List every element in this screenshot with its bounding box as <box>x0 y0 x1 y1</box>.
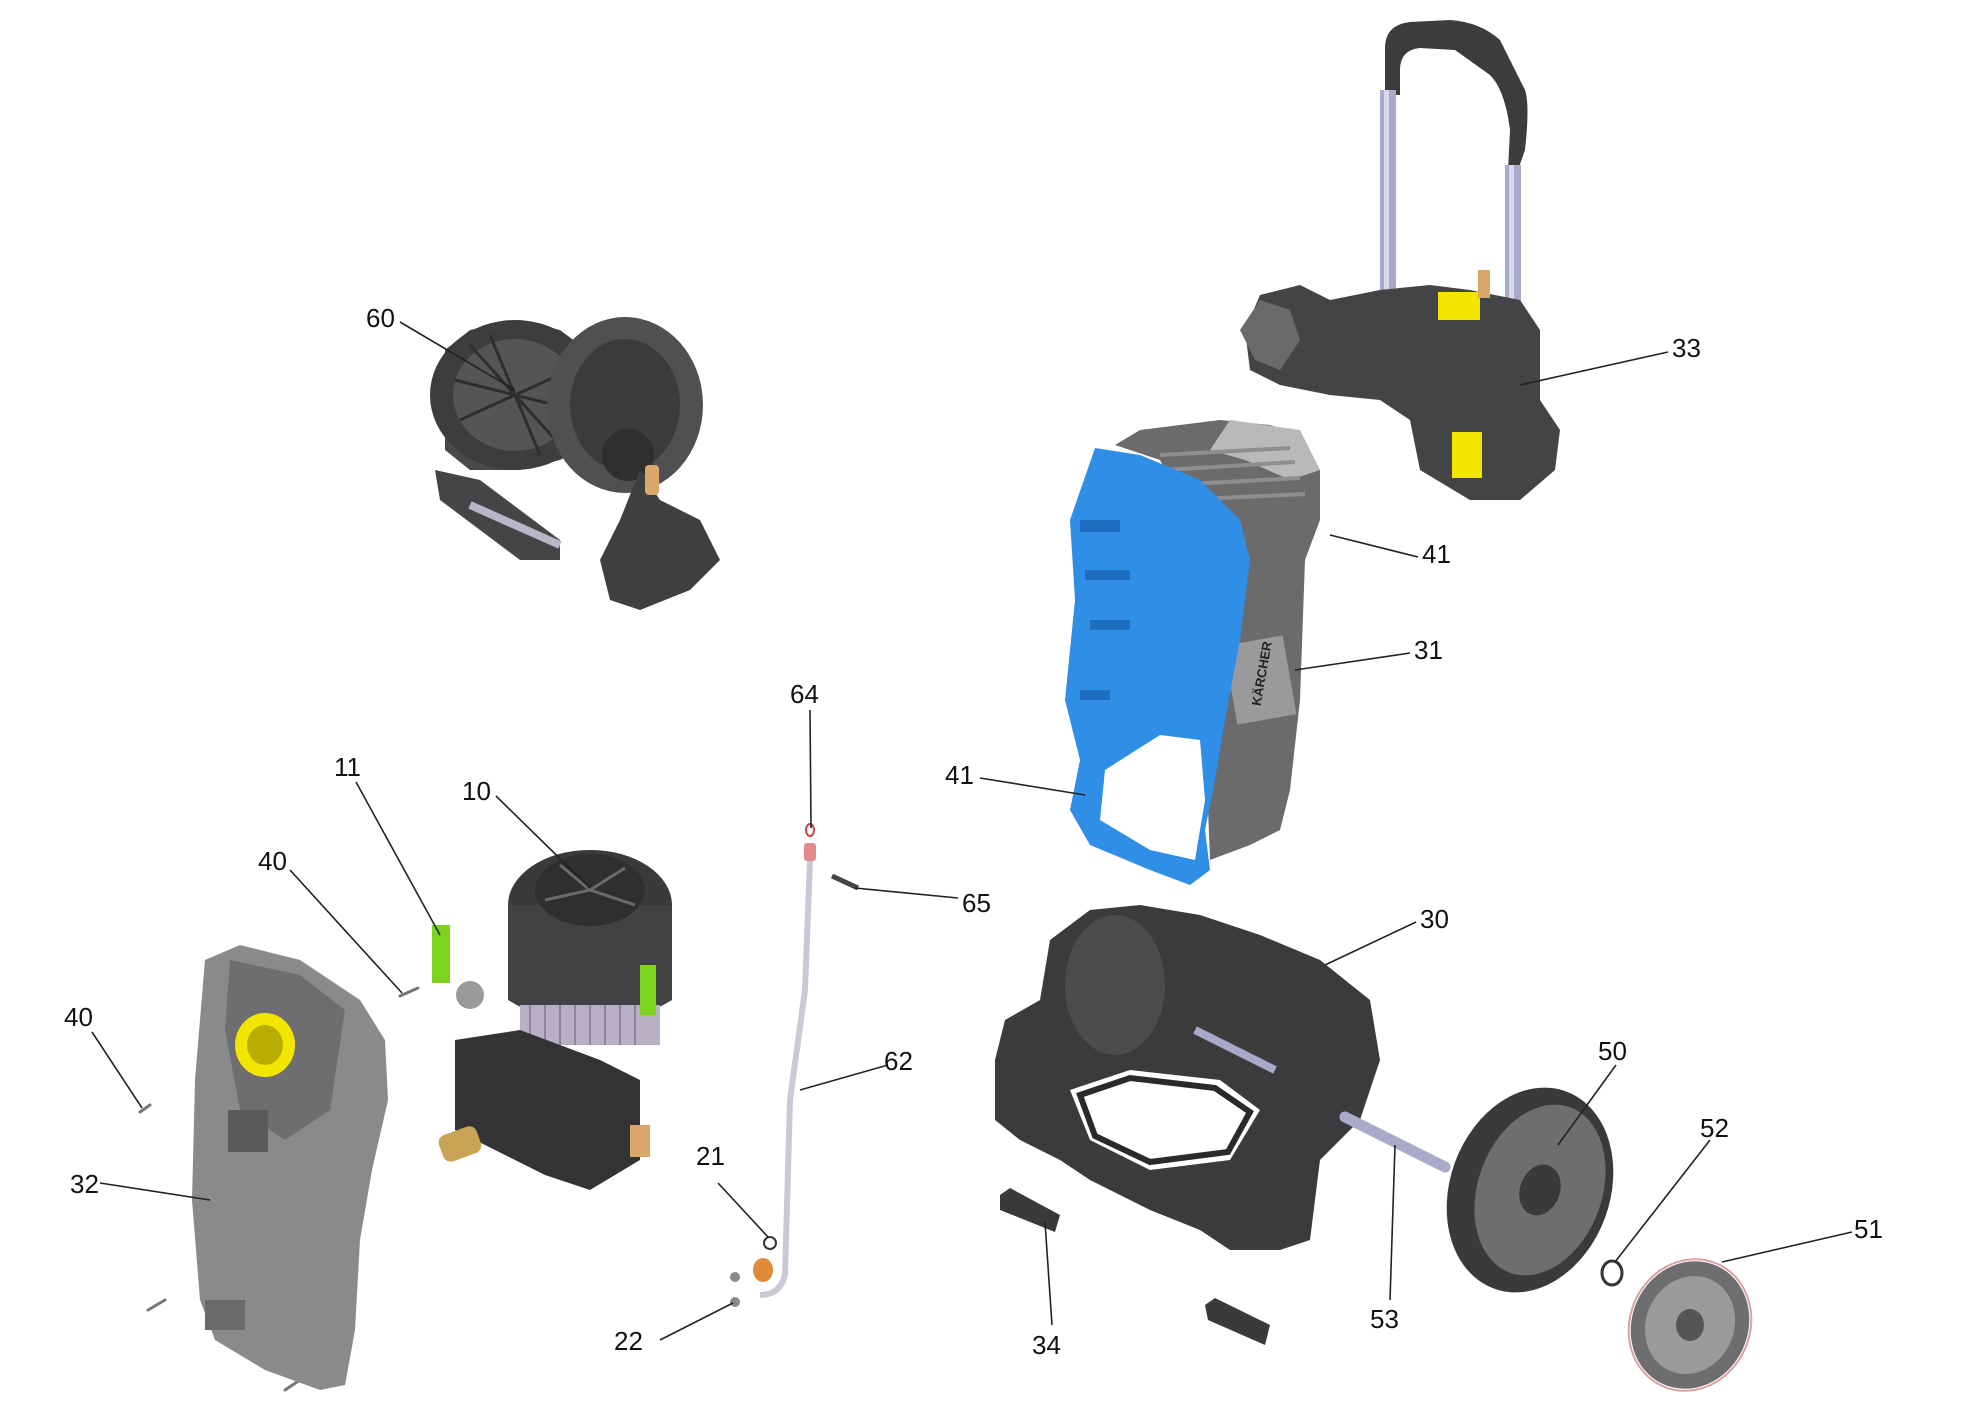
callout-40-left: 40 <box>64 1002 93 1032</box>
part-21-o-ring <box>763 1236 777 1250</box>
callout-labels: 60 33 41 31 41 30 64 65 62 21 22 10 11 4… <box>64 303 1883 1360</box>
part-34-foot-pads <box>1000 1188 1270 1345</box>
part-41-housing-inner-blue <box>1065 448 1250 885</box>
callout-11: 11 <box>334 752 361 782</box>
part-64-fitting <box>804 843 816 861</box>
part-21-fitting <box>753 1258 773 1282</box>
callout-32: 32 <box>70 1169 99 1199</box>
part-11-green-clip <box>432 925 450 983</box>
callout-22: 22 <box>614 1326 643 1356</box>
part-30-base-chassis <box>995 905 1380 1250</box>
callout-53: 53 <box>1370 1304 1399 1334</box>
callout-64: 64 <box>790 679 819 709</box>
part-51-hub-cap <box>1627 1258 1753 1392</box>
part-53-axle <box>1339 1111 1451 1173</box>
callout-10: 10 <box>462 776 491 806</box>
part-65-clip <box>830 873 860 891</box>
callout-60: 60 <box>366 303 395 333</box>
callout-52: 52 <box>1700 1113 1729 1143</box>
part-50-wheel <box>1446 1087 1614 1293</box>
part-62-pipe <box>759 859 813 1298</box>
part-64-seal <box>805 823 815 837</box>
callout-31: 31 <box>1414 635 1443 665</box>
callout-41-bottom: 41 <box>945 760 974 790</box>
callout-51: 51 <box>1854 1214 1883 1244</box>
callout-40-upper: 40 <box>258 846 287 876</box>
callout-62: 62 <box>884 1046 913 1076</box>
part-33-handle-frame <box>1240 20 1560 500</box>
part-52-retaining-ring <box>1600 1259 1624 1287</box>
callout-41-top: 41 <box>1422 539 1451 569</box>
part-60-hose-reel <box>430 317 720 610</box>
callout-65: 65 <box>962 888 991 918</box>
part-10-motor-pump <box>438 850 672 1190</box>
callout-21: 21 <box>696 1141 725 1171</box>
leader-lines <box>91 321 1853 1341</box>
callout-34: 34 <box>1032 1330 1061 1360</box>
callout-30: 30 <box>1420 904 1449 934</box>
callout-33: 33 <box>1672 333 1701 363</box>
part-32-front-cover <box>192 945 388 1390</box>
callout-50: 50 <box>1598 1036 1627 1066</box>
part-22-screws <box>730 1272 740 1307</box>
